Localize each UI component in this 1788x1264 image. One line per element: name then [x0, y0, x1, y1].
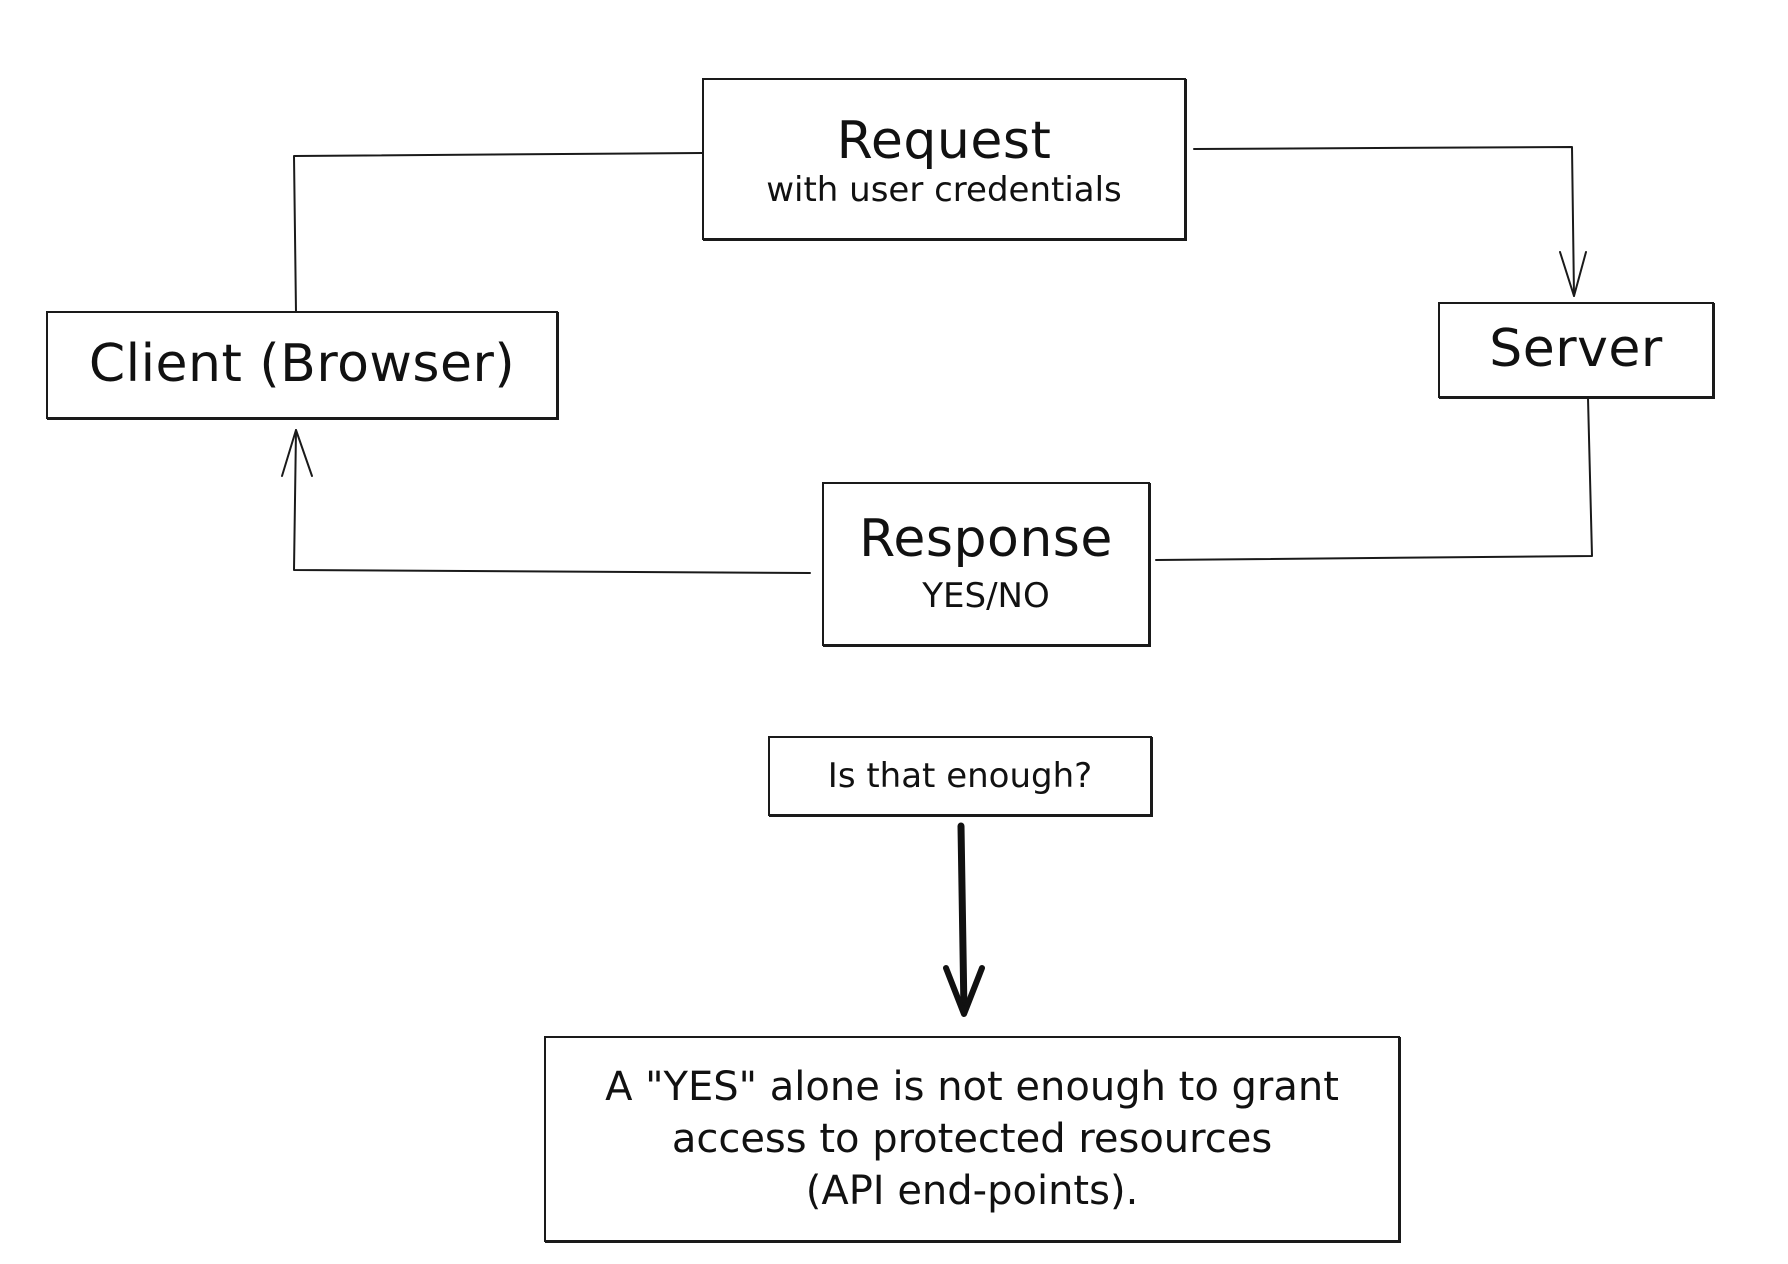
note-line-2: access to protected resources [671, 1116, 1273, 1162]
request-title: Request [836, 111, 1052, 171]
response-box: Response YES/NO [822, 482, 1150, 646]
client-box: Client (Browser) [46, 311, 558, 419]
arrowhead-note [943, 965, 985, 1017]
request-subtitle: with user credentials [766, 170, 1122, 211]
connector-question-to-note [957, 822, 968, 1016]
question-box: Is that enough? [768, 736, 1152, 816]
response-subtitle: YES/NO [922, 576, 1050, 617]
response-title: Response [859, 509, 1113, 569]
client-title: Client (Browser) [88, 334, 516, 395]
note-box: A "YES" alone is not enough to grant acc… [544, 1036, 1400, 1242]
note-line-1: A "YES" alone is not enough to grant [605, 1064, 1339, 1110]
request-box: Request with user credentials [702, 78, 1186, 240]
server-title: Server [1489, 319, 1663, 380]
note-line-3: (API end-points). [805, 1168, 1139, 1214]
connector-response-to-client [293, 429, 811, 574]
question-text: Is that enough? [827, 755, 1093, 796]
arrowhead-server [1559, 251, 1587, 297]
server-box: Server [1438, 302, 1714, 398]
arrowhead-client [281, 429, 313, 477]
connector-server-to-response [1155, 397, 1593, 561]
connector-client-to-request [293, 152, 703, 314]
connector-request-to-server [1193, 146, 1575, 297]
